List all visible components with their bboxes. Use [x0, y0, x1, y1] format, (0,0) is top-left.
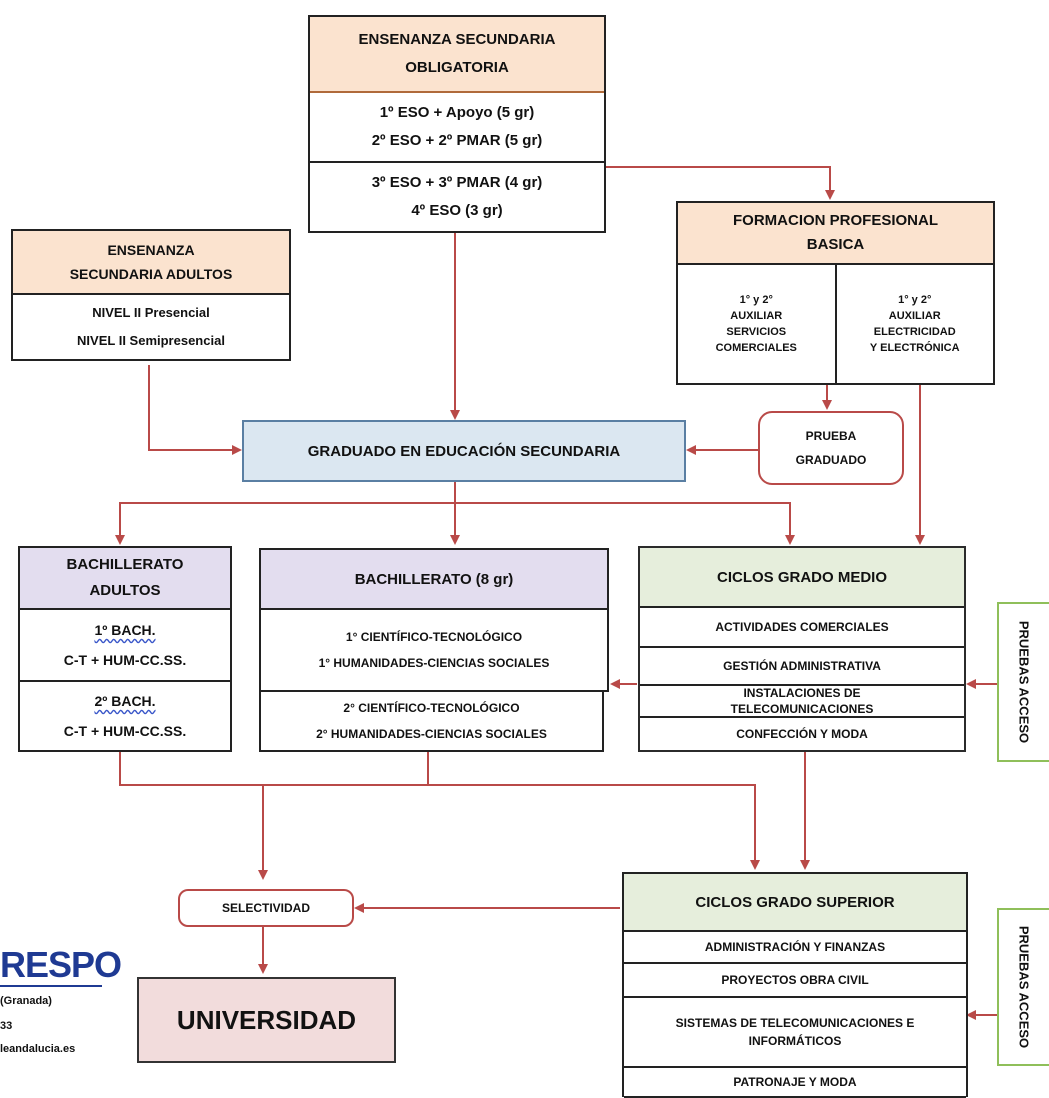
- cgm-box: CICLOS GRADO MEDIO ACTIVIDADES COMERCIAL…: [638, 546, 966, 752]
- fpb-header: FORMACION PROFESIONAL BASICA: [678, 203, 993, 265]
- eso-row-2-line2: 4º ESO (3 gr): [411, 202, 503, 219]
- adultos-level-2: NIVEL II Semipresencial: [77, 333, 225, 348]
- bach-adultos-row-2-head: 2º BACH.: [94, 693, 156, 709]
- fpb-col-comerciales: 1° y 2° AUXILIAR SERVICIOS COMERCIALES: [678, 265, 837, 383]
- pruebas-acceso-cgs: PRUEBAS ACCESO: [997, 908, 1049, 1066]
- eso-row-1-line2: 2º ESO + 2º PMAR (5 gr): [371, 132, 543, 149]
- bachillerato-row-2: 2° CIENTÍFICO-TECNOLÓGICO 2° HUMANIDADES…: [259, 690, 604, 752]
- eso-row-2-line1: 3º ESO + 3º PMAR (4 gr): [371, 174, 543, 191]
- adultos-title-line2: SECUNDARIA ADULTOS: [69, 266, 233, 282]
- bach-adultos-box: BACHILLERATO ADULTOS 1º BACH. C-T + HUM-…: [18, 546, 232, 752]
- fpb-right-line2: AUXILIAR: [888, 310, 941, 322]
- adultos-box: ENSENANZA SECUNDARIA ADULTOS NIVEL II Pr…: [11, 229, 291, 361]
- prueba-graduado-line2: GRADUADO: [795, 453, 867, 467]
- cgm-header: CICLOS GRADO MEDIO: [640, 548, 964, 608]
- logo-line3: leandalucia.es: [0, 1043, 76, 1055]
- eso-row-2: 3º ESO + 3º PMAR (4 gr) 4º ESO (3 gr): [310, 163, 604, 231]
- bachillerato-header: BACHILLERATO (8 gr): [261, 550, 607, 610]
- logo-name: RESPO: [0, 944, 122, 987]
- bach-adultos-row-1-head: 1º BACH.: [94, 622, 156, 638]
- bach-adultos-row-1-sub: C-T + HUM-CC.SS.: [63, 652, 187, 668]
- adultos-levels: NIVEL II Presencial NIVEL II Semipresenc…: [13, 295, 289, 359]
- logo-line1: (Granada): [0, 995, 52, 1007]
- fpb-right-line4: Y ELECTRÓNICA: [869, 342, 960, 354]
- cgm-title: CICLOS GRADO MEDIO: [716, 568, 887, 586]
- bachillerato-row-2-line2: 2° HUMANIDADES-CIENCIAS SOCIALES: [316, 727, 547, 741]
- bachillerato-row-1-line2: 1° HUMANIDADES-CIENCIAS SOCIALES: [318, 656, 550, 670]
- cgm-row-2: GESTIÓN ADMINISTRATIVA: [640, 648, 964, 686]
- selectividad-box: SELECTIVIDAD: [178, 889, 354, 927]
- fpb-left-line1: 1° y 2°: [739, 294, 773, 306]
- adultos-title-line1: ENSENANZA: [107, 242, 195, 258]
- fpb-box: FORMACION PROFESIONAL BASICA 1° y 2° AUX…: [676, 201, 995, 385]
- graduado-box: GRADUADO EN EDUCACIÓN SECUNDARIA: [242, 420, 686, 482]
- fpb-title-line1: FORMACION PROFESIONAL: [733, 212, 938, 229]
- prueba-graduado: PRUEBA GRADUADO: [758, 411, 904, 485]
- cgs-row-1: ADMINISTRACIÓN Y FINANZAS: [624, 932, 966, 964]
- bachillerato-box: BACHILLERATO (8 gr) 1° CIENTÍFICO-TECNOL…: [259, 548, 609, 692]
- cgs-row-4-label: PATRONAJE Y MODA: [733, 1075, 857, 1089]
- cgs-row-3: SISTEMAS DE TELECOMUNICACIONES E INFORMÁ…: [624, 998, 966, 1068]
- eso-header: ENSENANZA SECUNDARIA OBLIGATORIA: [310, 17, 604, 93]
- cgm-row-3: INSTALACIONES DE TELECOMUNICACIONES: [640, 686, 964, 718]
- fpb-columns: 1° y 2° AUXILIAR SERVICIOS COMERCIALES 1…: [678, 265, 993, 383]
- cgs-row-1-label: ADMINISTRACIÓN Y FINANZAS: [704, 940, 886, 954]
- eso-title-line1: ENSENANZA SECUNDARIA: [358, 31, 556, 48]
- cgs-header: CICLOS GRADO SUPERIOR: [624, 874, 966, 932]
- bach-adultos-title-line2: ADULTOS: [89, 582, 161, 599]
- eso-row-1: 1º ESO + Apoyo (5 gr) 2º ESO + 2º PMAR (…: [310, 93, 604, 163]
- cgs-box: CICLOS GRADO SUPERIOR ADMINISTRACIÓN Y F…: [622, 872, 968, 1098]
- cgs-row-3-label: SISTEMAS DE TELECOMUNICACIONES E INFORMÁ…: [675, 1016, 915, 1048]
- bach-adultos-row-2-sub: C-T + HUM-CC.SS.: [63, 723, 187, 739]
- cgs-row-4: PATRONAJE Y MODA: [624, 1068, 966, 1098]
- eso-row-1-line1: 1º ESO + Apoyo (5 gr): [379, 104, 535, 121]
- fpb-title-line2: BASICA: [806, 236, 865, 253]
- selectividad-label: SELECTIVIDAD: [221, 901, 310, 915]
- fpb-left-line2: AUXILIAR: [730, 310, 783, 322]
- adultos-header: ENSENANZA SECUNDARIA ADULTOS: [13, 231, 289, 295]
- fpb-left-line3: SERVICIOS: [726, 326, 787, 338]
- bachillerato-title: BACHILLERATO (8 gr): [354, 570, 514, 588]
- pruebas-acceso-cgm-label: PRUEBAS ACCESO: [1016, 620, 1032, 744]
- fpb-col-electricidad: 1° y 2° AUXILIAR ELECTRICIDAD Y ELECTRÓN…: [837, 265, 994, 383]
- adultos-level-1: NIVEL II Presencial: [92, 305, 210, 320]
- bach-adultos-header: BACHILLERATO ADULTOS: [20, 548, 230, 610]
- cgm-row-2-label: GESTIÓN ADMINISTRATIVA: [723, 659, 881, 673]
- cgm-row-4: CONFECCIÓN Y MODA: [640, 718, 964, 750]
- fpb-right-line3: ELECTRICIDAD: [873, 326, 956, 338]
- bachillerato-row-1: 1° CIENTÍFICO-TECNOLÓGICO 1° HUMANIDADES…: [261, 610, 607, 690]
- pruebas-acceso-cgs-label: PRUEBAS ACCESO: [1016, 925, 1032, 1049]
- bach-adultos-title-line1: BACHILLERATO: [66, 556, 184, 573]
- bach-adultos-row-1: 1º BACH. C-T + HUM-CC.SS.: [20, 610, 230, 682]
- universidad-box: UNIVERSIDAD: [137, 977, 396, 1063]
- cgs-row-2-label: PROYECTOS OBRA CIVIL: [721, 973, 869, 987]
- logo-line2: 33: [0, 1020, 13, 1032]
- bachillerato-row-1-line1: 1° CIENTÍFICO-TECNOLÓGICO: [345, 630, 523, 644]
- universidad-label: UNIVERSIDAD: [176, 1004, 357, 1035]
- cgs-row-2: PROYECTOS OBRA CIVIL: [624, 964, 966, 998]
- bach-adultos-row-2: 2º BACH. C-T + HUM-CC.SS.: [20, 682, 230, 750]
- cgm-row-1: ACTIVIDADES COMERCIALES: [640, 608, 964, 648]
- fpb-left-line4: COMERCIALES: [715, 342, 797, 354]
- bachillerato-row-2-line1: 2° CIENTÍFICO-TECNOLÓGICO: [343, 701, 520, 715]
- cgm-row-3-label: INSTALACIONES DE TELECOMUNICACIONES: [730, 686, 874, 716]
- prueba-graduado-line1: PRUEBA: [805, 429, 857, 443]
- graduado-label: GRADUADO EN EDUCACIÓN SECUNDARIA: [307, 442, 621, 460]
- cgm-row-1-label: ACTIVIDADES COMERCIALES: [715, 620, 889, 634]
- cgm-row-4-label: CONFECCIÓN Y MODA: [736, 727, 868, 741]
- cgs-title: CICLOS GRADO SUPERIOR: [695, 893, 895, 911]
- pruebas-acceso-cgm: PRUEBAS ACCESO: [997, 602, 1049, 762]
- eso-box: ENSENANZA SECUNDARIA OBLIGATORIA 1º ESO …: [308, 15, 606, 233]
- fpb-right-line1: 1° y 2°: [898, 294, 932, 306]
- eso-title-line2: OBLIGATORIA: [405, 59, 509, 76]
